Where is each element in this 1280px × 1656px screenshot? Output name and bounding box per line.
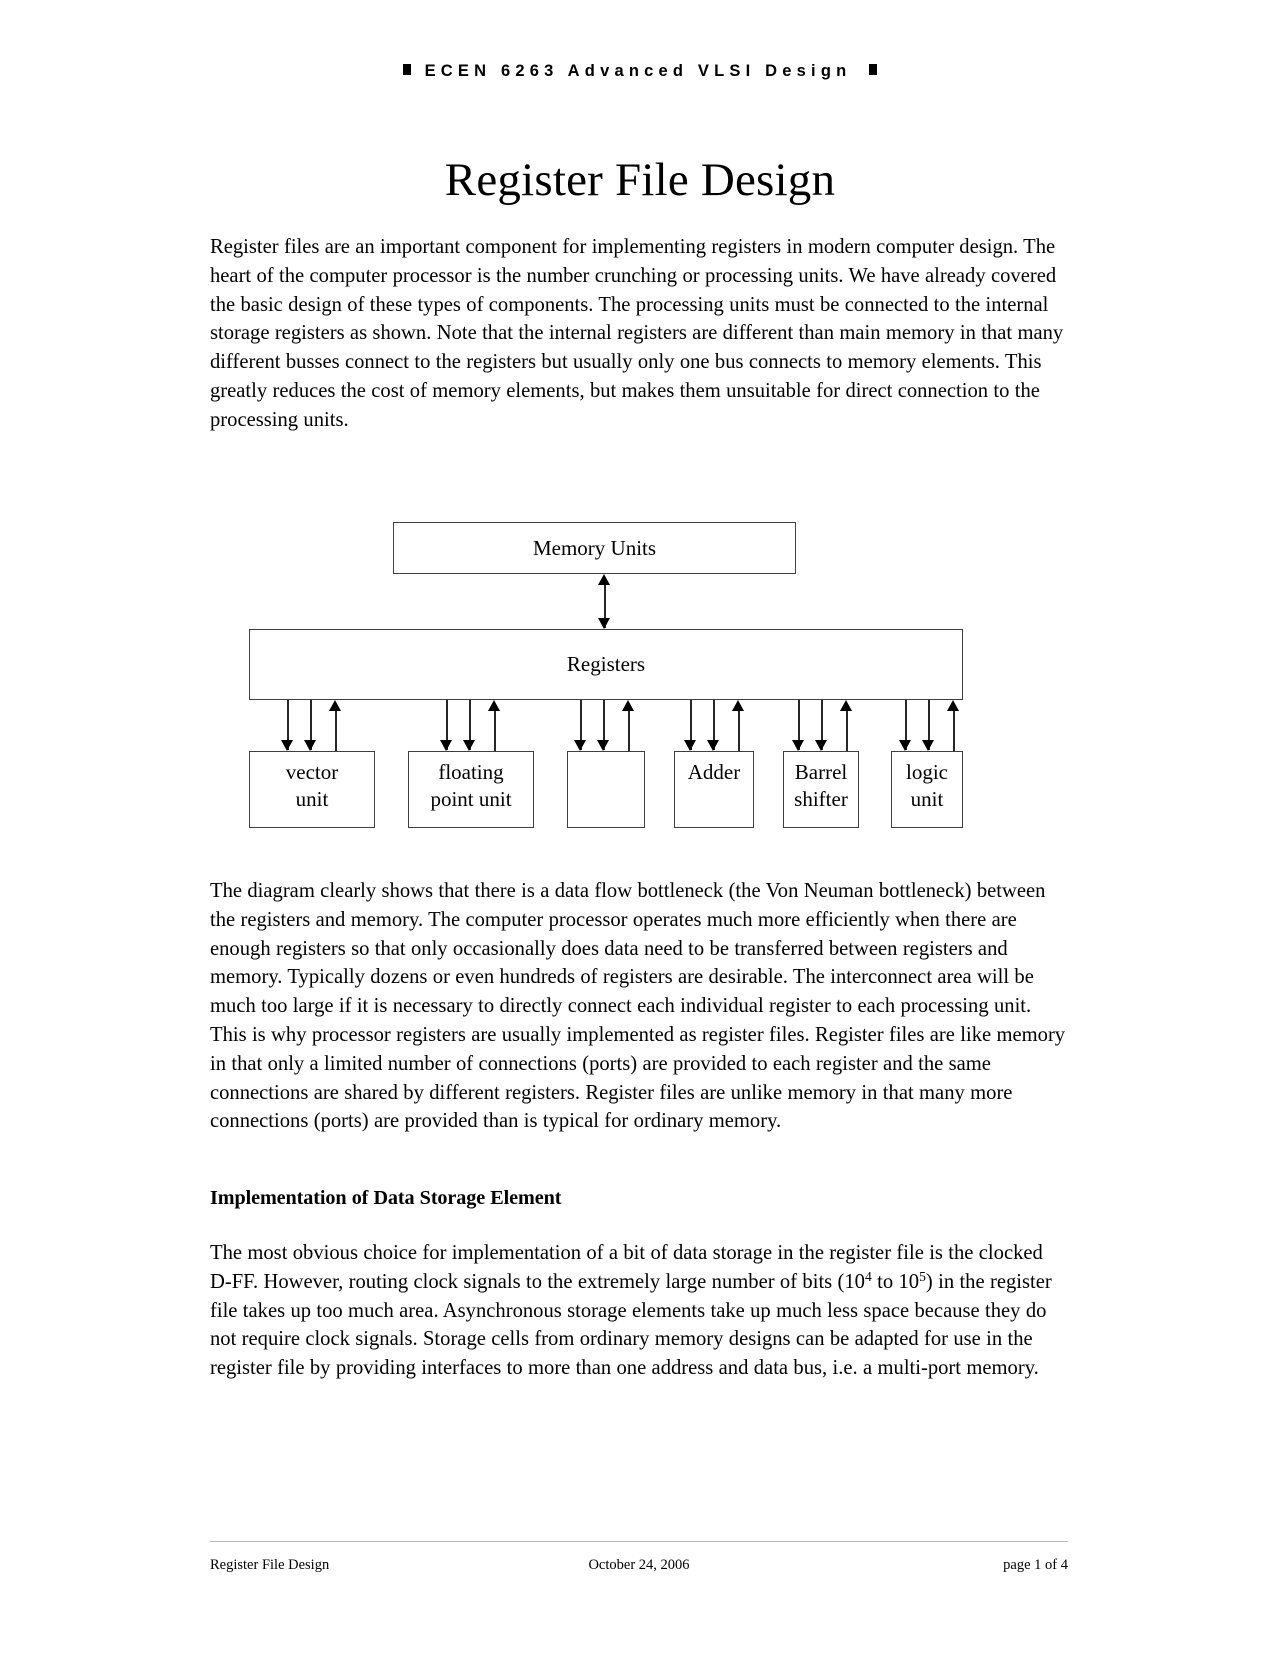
- bus-arrow-unit3-out: [732, 700, 744, 711]
- paragraph-intro: Register files are an important componen…: [210, 236, 1064, 431]
- bus-arrow-unit5-out: [947, 700, 959, 711]
- bus-line-unit5-out: [953, 710, 955, 752]
- bus-arrow-unit2-in1: [574, 740, 586, 751]
- bus-line-unit4-in1: [798, 700, 800, 750]
- bus-arrow-unit4-in1: [792, 740, 804, 751]
- bus-arrow-unit4-in2: [815, 740, 827, 751]
- diagram-box-unit-vector: vector unit: [249, 751, 375, 828]
- diagram-label-unit-adder-line1: Adder: [687, 760, 741, 784]
- bus-line-unit0-out: [335, 710, 337, 752]
- architecture-block-diagram: Memory Units Registers vector unit float…: [240, 510, 980, 840]
- paragraph-storage: The most obvious choice for implementati…: [210, 1239, 1068, 1383]
- bus-line-unit4-out: [846, 710, 848, 752]
- bus-line-unit2-in1: [580, 700, 582, 750]
- bus-line-unit5-in1: [905, 700, 907, 750]
- diagram-label-memory-units: Memory Units: [532, 535, 657, 560]
- bus-arrow-unit4-out: [840, 700, 852, 711]
- diagram-label-unit-barrel-shifter-line2: shifter: [794, 787, 848, 811]
- bus-arrow-unit5-in1: [899, 740, 911, 751]
- diagram-box-unit-floating-point: floating point unit: [408, 751, 534, 828]
- running-header-text: ECEN 6263 Advanced VLSI Design: [424, 62, 852, 80]
- bus-line-unit0-in1: [287, 700, 289, 750]
- bus-line-unit3-out: [738, 710, 740, 752]
- diagram-label-unit-vector-line2: unit: [295, 787, 329, 811]
- bus-line-unit1-in1: [446, 700, 448, 750]
- diagram-label-unit-floating-point-line2: point unit: [430, 787, 512, 811]
- footer-divider: [210, 1541, 1068, 1542]
- bus-line-unit4-in2: [821, 700, 823, 750]
- bus-line-unit2-out: [628, 710, 630, 752]
- bus-arrow-unit3-in1: [684, 740, 696, 751]
- running-header: ECEN 6263 Advanced VLSI Design: [0, 62, 1280, 81]
- diagram-label-unit-logic-line2: unit: [910, 787, 944, 811]
- paragraph-storage-part-b: to 10: [871, 1270, 920, 1293]
- paragraph-storage-part-c: ) in the register file takes up too much…: [210, 1270, 1052, 1380]
- diagram-label-unit-logic-line1: logic: [906, 760, 948, 784]
- bus-arrow-unit3-in2: [707, 740, 719, 751]
- connector-memory-registers-arrowhead-down: [598, 618, 610, 629]
- paragraph-storage-exponent-4: 4: [864, 1268, 872, 1284]
- paragraph-bottleneck-container: The diagram clearly shows that there is …: [210, 877, 1068, 1136]
- bus-line-unit0-in2: [310, 700, 312, 750]
- bus-line-unit2-in2: [603, 700, 605, 750]
- bus-line-unit1-in2: [469, 700, 471, 750]
- diagram-box-unit-barrel-shifter: Barrel shifter: [783, 751, 859, 828]
- diagram-label-registers: Registers: [566, 652, 646, 676]
- bus-arrow-unit5-in2: [922, 740, 934, 751]
- bus-line-unit3-in2: [713, 700, 715, 750]
- diagram-box-memory-units: Memory Units: [393, 522, 796, 574]
- bus-arrow-unit2-in2: [597, 740, 609, 751]
- bus-line-unit3-in1: [690, 700, 692, 750]
- bus-arrow-unit0-in1: [281, 740, 293, 751]
- footer-page-number: page 1 of 4: [1003, 1557, 1068, 1573]
- page-title: Register File Design: [444, 154, 836, 207]
- connector-memory-registers-arrowhead-up: [598, 574, 610, 585]
- diagram-label-unit-vector-line1: vector: [285, 760, 339, 784]
- bus-arrow-unit1-out: [488, 700, 500, 711]
- diagram-box-unit-logic: logic unit: [891, 751, 963, 828]
- diagram-box-registers: Registers: [249, 629, 963, 700]
- diagram-label-unit-barrel-shifter-line1: Barrel: [794, 760, 848, 784]
- paragraph-storage-container: The most obvious choice for implementati…: [210, 1239, 1068, 1383]
- section-heading-implementation: Implementation of Data Storage Element: [210, 1187, 562, 1209]
- square-bullet-left-icon: [402, 64, 411, 75]
- bus-line-unit5-in2: [928, 700, 930, 750]
- diagram-box-unit-adder: Adder: [674, 751, 754, 828]
- paragraph-bottleneck: The diagram clearly shows that there is …: [210, 880, 1066, 1133]
- square-bullet-right-icon: [869, 64, 878, 75]
- bus-arrow-unit1-in2: [463, 740, 475, 751]
- paragraph-storage-part-a: The most obvious choice for implementati…: [210, 1242, 1043, 1293]
- diagram-label-unit-floating-point-line1: floating: [438, 760, 504, 784]
- bus-arrow-unit1-in1: [440, 740, 452, 751]
- bus-arrow-unit2-out: [622, 700, 634, 711]
- section-heading-container: Implementation of Data Storage Element: [210, 1184, 1068, 1213]
- paragraph-intro-container: Register files are an important componen…: [210, 233, 1068, 435]
- paragraph-storage-exponent-5: 5: [919, 1268, 926, 1284]
- bus-arrow-unit0-in2: [304, 740, 316, 751]
- footer-document-title: Register File Design: [210, 1557, 330, 1573]
- bus-line-unit1-out: [494, 710, 496, 752]
- footer-date: October 24, 2006: [588, 1557, 690, 1573]
- connector-memory-registers-line: [604, 584, 606, 628]
- diagram-box-unit-blank: [567, 751, 645, 828]
- bus-arrow-unit0-out: [329, 700, 341, 711]
